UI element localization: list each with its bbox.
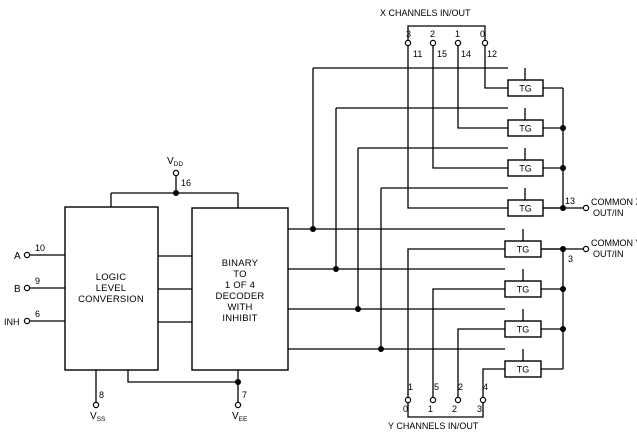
input-inh-label: INH xyxy=(4,317,20,327)
wires xyxy=(30,25,583,418)
pin-terminals xyxy=(23,39,590,409)
common-output-labels: 13 COMMON X OUT/IN 3 COMMON Y OUT/IN xyxy=(565,196,637,264)
y-channel-0-pin: 1 xyxy=(408,382,413,392)
tg-x-3-label: TG xyxy=(519,204,532,214)
vdd-pin: 16 xyxy=(181,178,191,188)
logic-block-line-2: LEVEL xyxy=(96,283,127,294)
decoder-block-line-1: BINARY xyxy=(222,258,259,269)
common-x-line-2: OUT/IN xyxy=(593,208,624,218)
input-inh-pin: 6 xyxy=(35,309,40,319)
y-channel-1-label: 1 xyxy=(428,404,433,414)
y-channel-labels: 1 5 2 4 0 1 2 3 xyxy=(403,382,488,414)
tg-x-2-label: TG xyxy=(519,164,532,174)
decoder-block-line-5: WITH xyxy=(227,302,252,313)
x-channel-0-label: 0 xyxy=(480,29,485,39)
logic-block-line-1: LOGIC xyxy=(96,272,127,283)
common-x-pin: 13 xyxy=(565,196,575,206)
x-transmission-gates: TG TG TG TG xyxy=(507,79,544,217)
decoder-block-line-3: 1 OF 4 xyxy=(225,280,255,291)
input-b-pin: 9 xyxy=(35,276,40,286)
x-channel-1-pin: 14 xyxy=(461,49,471,59)
input-b-label: B xyxy=(14,284,21,295)
decoder-block-line-6: INHIBIT xyxy=(222,313,257,324)
x-channel-2-label: 2 xyxy=(430,29,435,39)
y-channel-1-pin: 5 xyxy=(434,382,439,392)
y-channel-0-label: 0 xyxy=(403,404,408,414)
common-x-line-1: COMMON X xyxy=(591,197,637,207)
junction-dots xyxy=(173,125,566,385)
input-a-label: A xyxy=(14,251,21,262)
vee-label: VEE xyxy=(232,411,248,423)
x-channel-0-pin: 12 xyxy=(487,49,497,59)
vss-label: VSS xyxy=(90,411,106,423)
tg-x-0-label: TG xyxy=(519,84,532,94)
y-channel-2-label: 2 xyxy=(452,404,457,414)
y-channel-2-pin: 2 xyxy=(458,382,463,392)
tg-y-0-label: TG xyxy=(517,245,530,255)
supply-labels: VDD 16 VSS 8 VEE 7 xyxy=(90,156,248,423)
x-channels-header: X CHANNELS IN/OUT xyxy=(380,8,471,18)
tg-y-2-label: TG xyxy=(517,325,530,335)
vdd-label: VDD xyxy=(167,156,183,168)
x-channel-2-pin: 15 xyxy=(437,49,447,59)
input-labels: A 10 B 9 INH 6 xyxy=(4,243,45,327)
vee-pin: 7 xyxy=(242,390,247,400)
x-channel-1-label: 1 xyxy=(455,29,460,39)
input-a-pin: 10 xyxy=(35,243,45,253)
decoder-block: BINARY TO 1 OF 4 DECODER WITH INHIBIT xyxy=(191,207,289,371)
decoder-block-line-4: DECODER xyxy=(216,291,265,302)
y-channel-3-pin: 4 xyxy=(483,382,488,392)
tg-x-1-label: TG xyxy=(519,124,532,134)
tg-y-1-label: TG xyxy=(517,285,530,295)
y-channels-header: Y CHANNELS IN/OUT xyxy=(388,421,479,431)
logic-level-conversion-block: LOGIC LEVEL CONVERSION xyxy=(64,206,159,371)
common-y-line-1: COMMON Y xyxy=(591,238,637,248)
common-y-line-2: OUT/IN xyxy=(593,249,624,259)
common-y-pin: 3 xyxy=(568,254,573,264)
y-transmission-gates: TG TG TG TG xyxy=(504,240,542,378)
x-channel-3-pin: 11 xyxy=(413,49,422,59)
decoder-block-line-2: TO xyxy=(233,269,246,280)
tg-y-3-label: TG xyxy=(517,365,530,375)
logic-block-line-3: CONVERSION xyxy=(78,294,144,305)
y-channel-3-label: 3 xyxy=(477,404,482,414)
vss-pin: 8 xyxy=(99,390,104,400)
